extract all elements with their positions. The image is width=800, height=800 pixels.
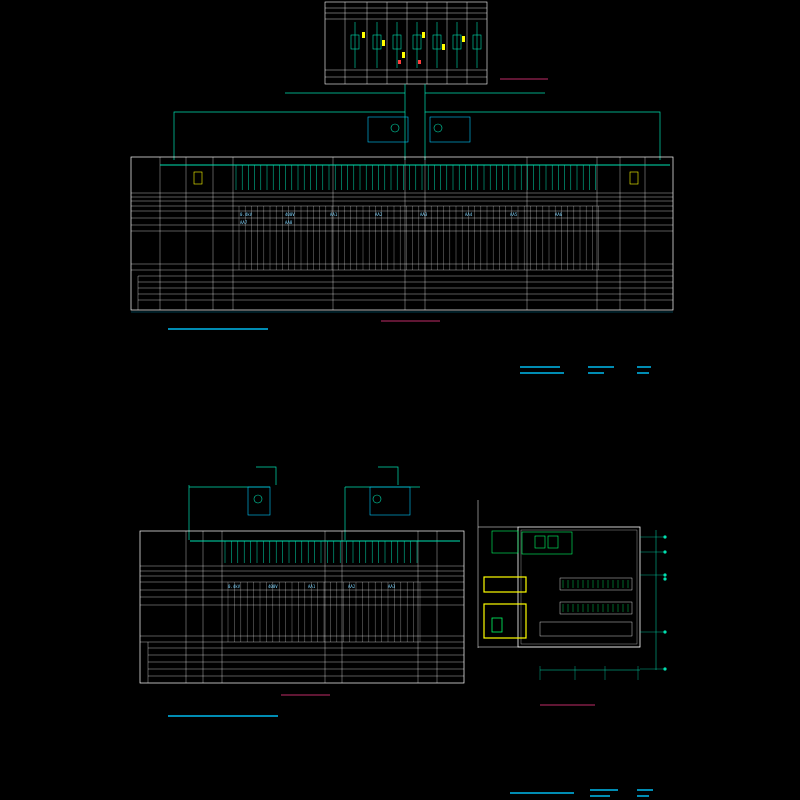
notes-block [168, 328, 653, 797]
schedule-cell: AA3 [388, 584, 396, 589]
schedule-cell: AA5 [510, 212, 518, 217]
hv-feeder-lines [173, 84, 661, 160]
schedule-cell: AA7 [240, 220, 248, 225]
schedule-cell: AA4 [465, 212, 473, 217]
schedule-cell: 0.4kV [240, 212, 253, 217]
lower-lv-schedule: 0.4kV 400V AA1 AA2 AA3 [139, 466, 465, 696]
transformer-t1 [367, 116, 409, 143]
schedule-cell: 400V [268, 584, 278, 589]
schedule-cell: AA2 [375, 212, 383, 217]
transformer-t2 [429, 116, 471, 143]
substation-floor-plan [477, 500, 667, 706]
schedule-cell: AA8 [285, 220, 293, 225]
hv-switchgear-panel [324, 1, 548, 85]
schedule-cell: AA1 [330, 212, 338, 217]
schedule-cell: AA2 [348, 584, 356, 589]
schedule-cell: 0.4kV [228, 584, 241, 589]
lower-schedule-cells: 0.4kV 400V AA1 AA2 AA3 [228, 584, 396, 589]
schedule-cell: AA1 [308, 584, 316, 589]
schedule-cell: 400V [285, 212, 295, 217]
schedule-cell: AA6 [555, 212, 563, 217]
schedule-cell: AA3 [420, 212, 428, 217]
